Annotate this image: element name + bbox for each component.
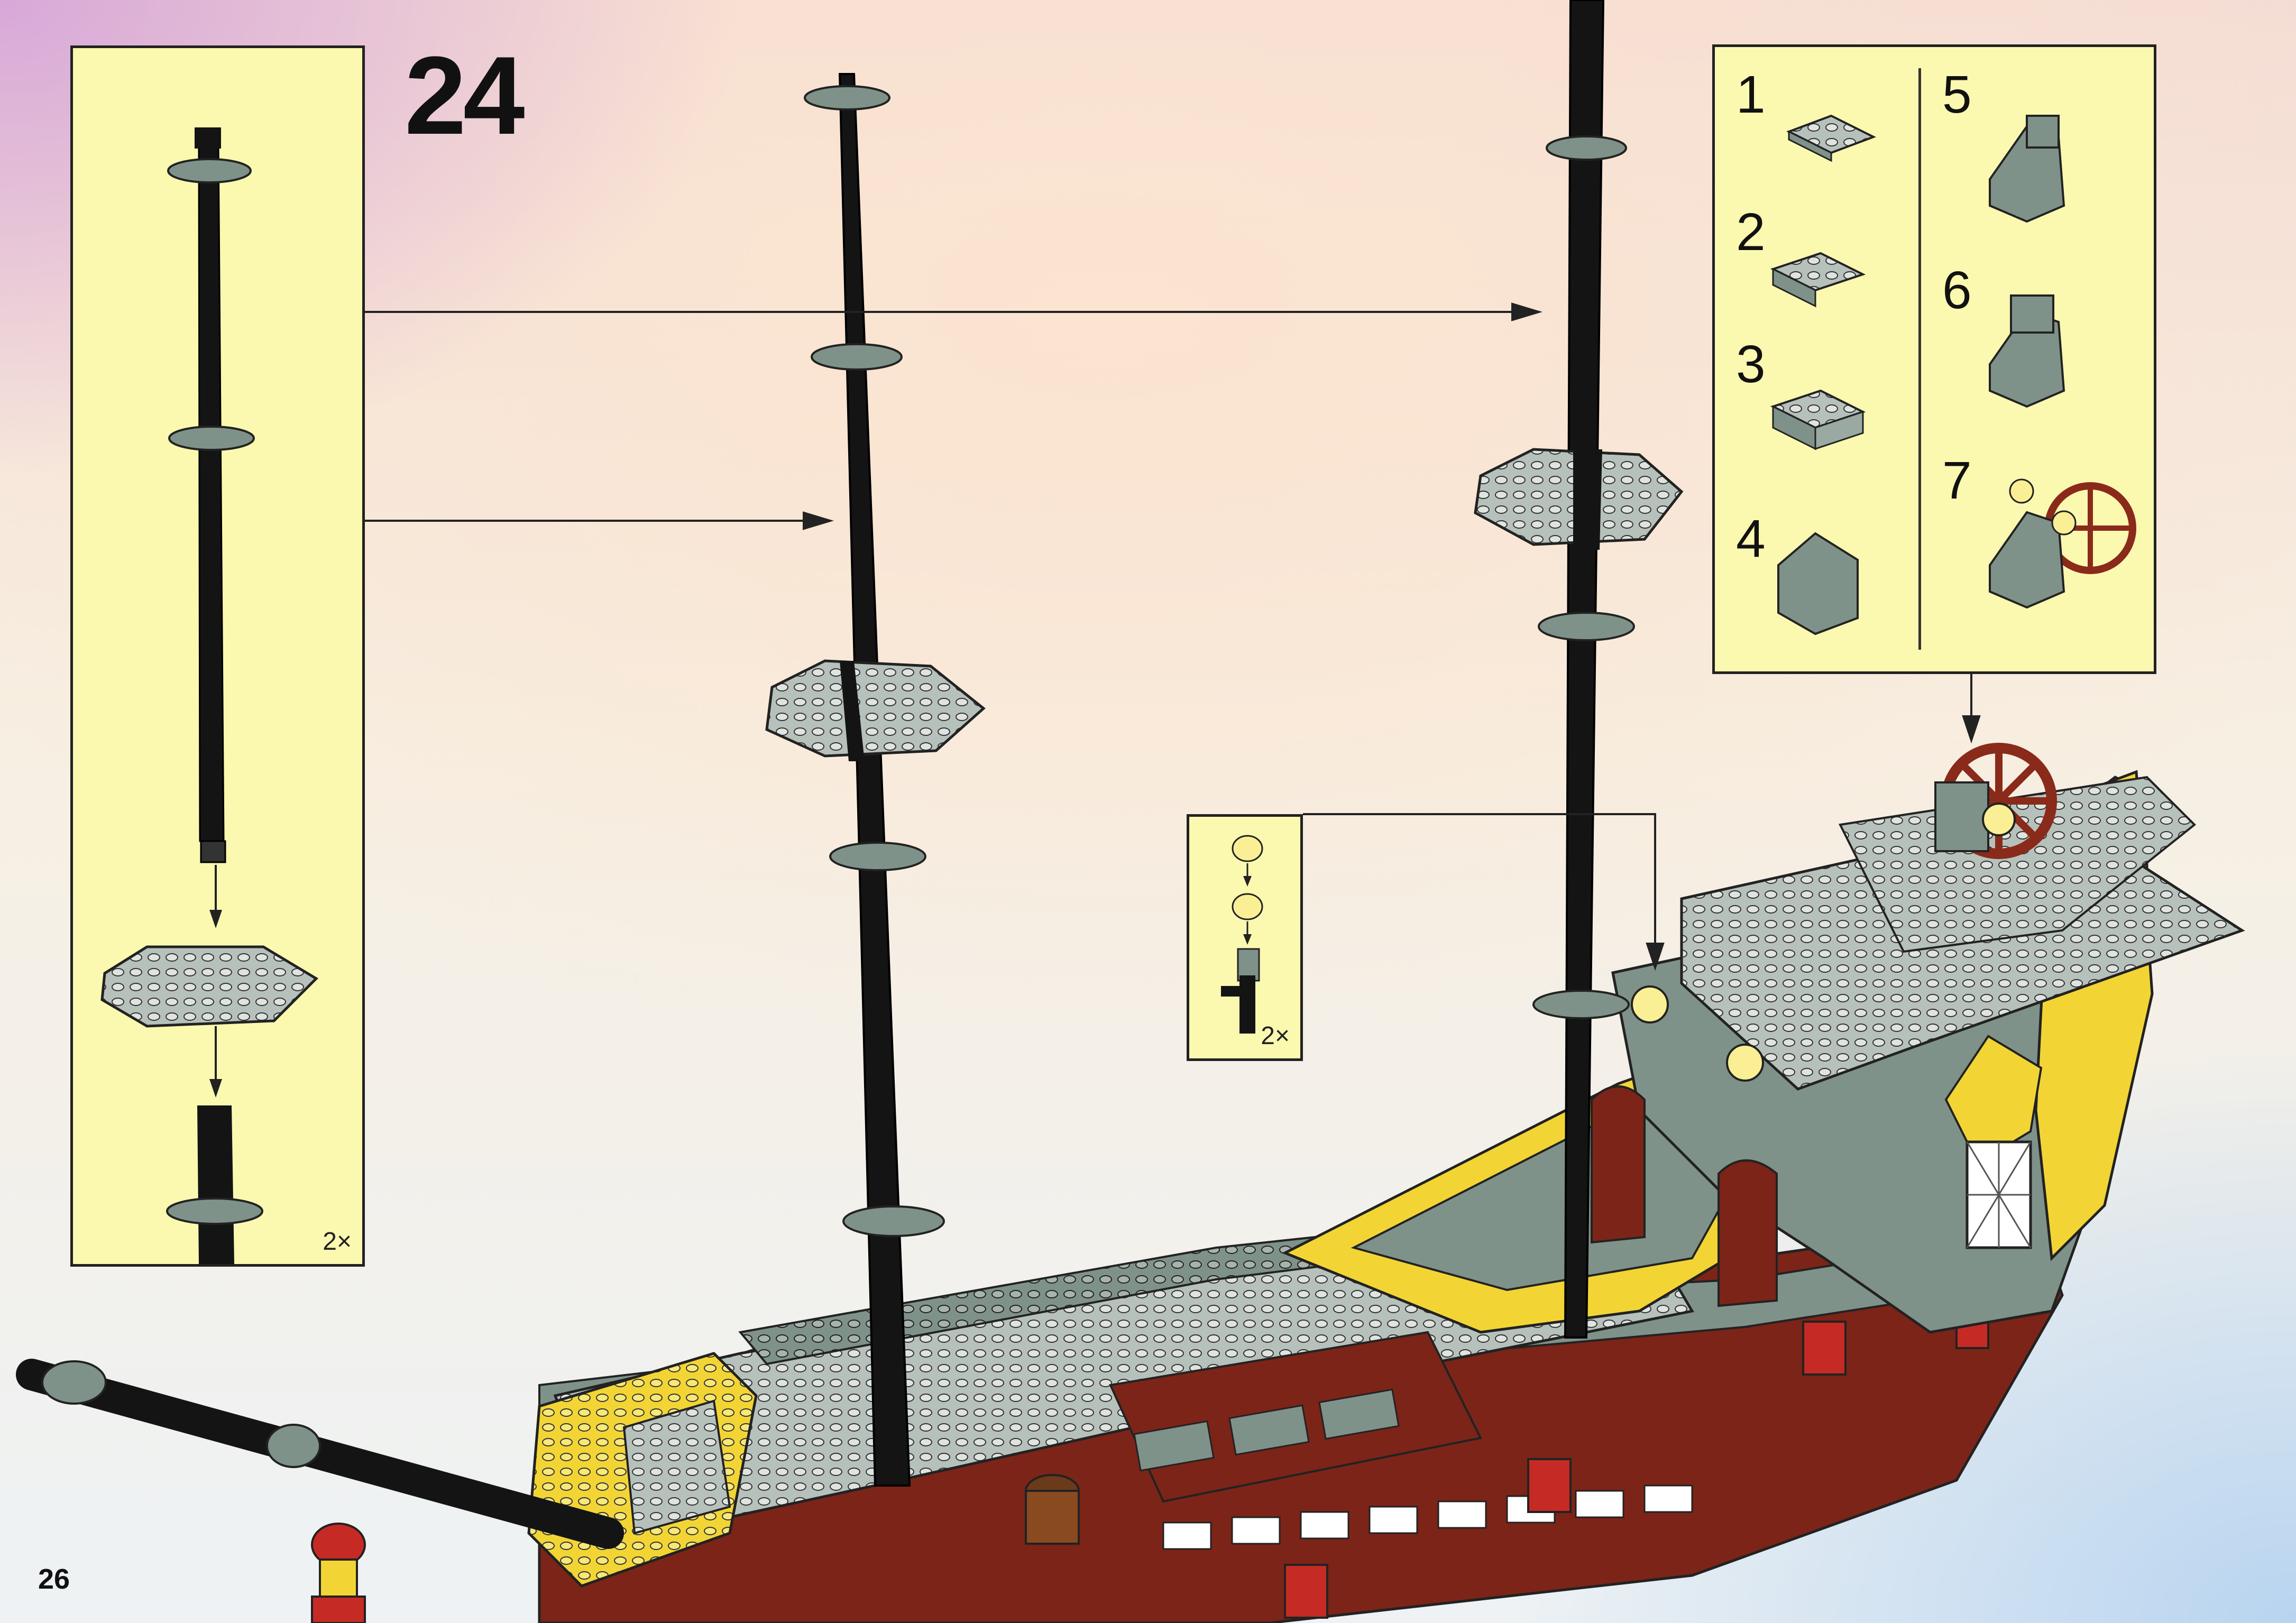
substeps-diagram [1715,47,2154,671]
step-number: 24 [405,32,522,160]
substeps-panel: 1 2 3 4 5 6 7 [1712,44,2156,674]
left-quantity-label: 2× [323,1227,352,1256]
lantern-quantity-label: 2× [1261,1021,1290,1050]
mast-subassembly-panel: 2× [70,45,365,1267]
stern-castle [1285,748,2242,1332]
lantern-subassembly-panel: 2× [1187,814,1303,1061]
mast-subassembly-diagram [73,48,362,1264]
page-number: 26 [38,1563,70,1596]
